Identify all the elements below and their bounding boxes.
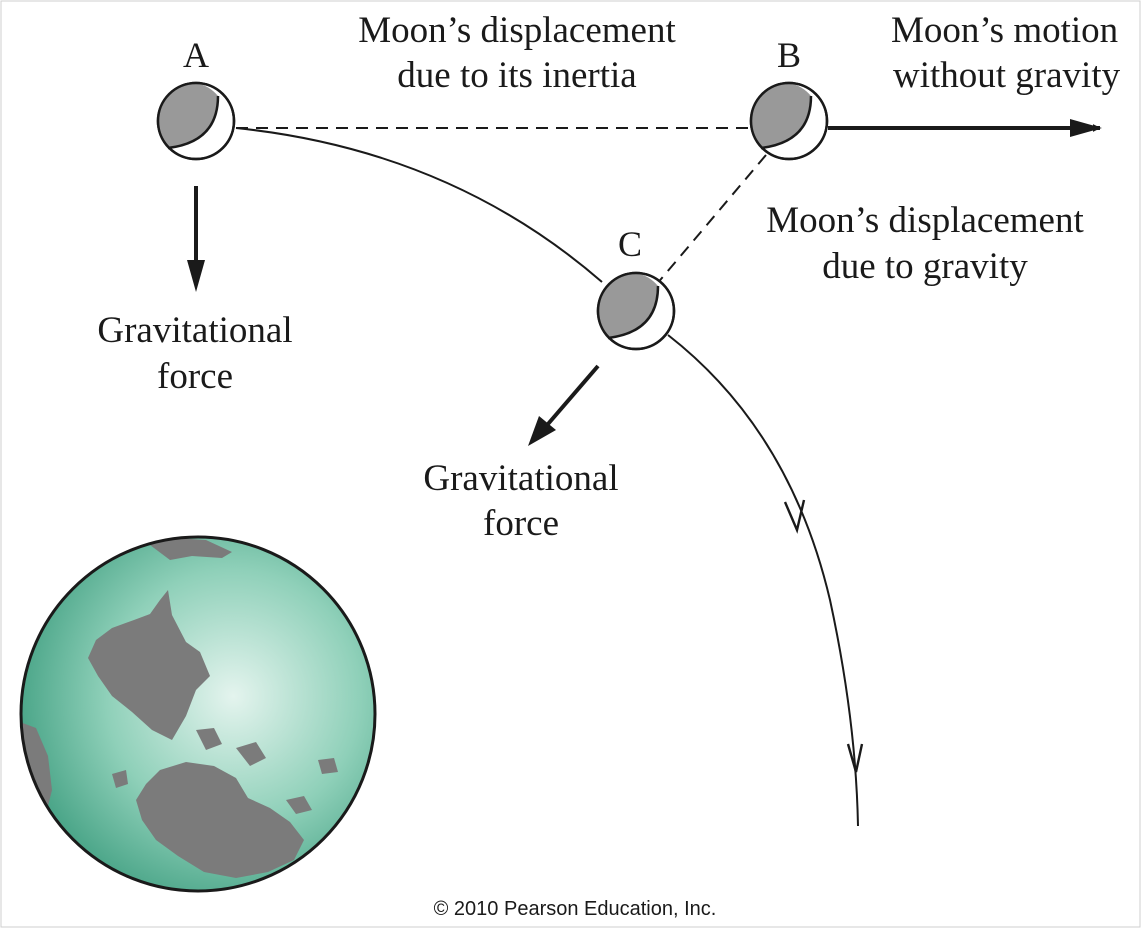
- inertia-displacement-label-line2: due to its inertia: [397, 55, 636, 96]
- gravity-displacement-dashed-line: [655, 154, 767, 286]
- gravitational-force-arrow-c: [546, 364, 600, 426]
- gravity-displacement-label-line2: due to gravity: [822, 246, 1028, 287]
- orbit-direction-arrow-2: [846, 743, 864, 773]
- moon-a: [156, 81, 236, 161]
- point-label-a: A: [183, 35, 209, 75]
- motion-without-gravity-label-line1: Moon’s motion: [891, 10, 1118, 51]
- gravitational-force-a-label-line2: force: [157, 356, 233, 397]
- point-label-b: B: [777, 35, 801, 75]
- point-label-c: C: [618, 224, 642, 264]
- orbit-path-continued: [667, 334, 859, 827]
- gravitational-force-c-label-line2: force: [483, 503, 559, 544]
- gravitational-force-c-label-line1: Gravitational: [423, 458, 618, 499]
- copyright-notice: © 2010 Pearson Education, Inc.: [434, 898, 717, 920]
- gravitational-force-a-label-line1: Gravitational: [97, 310, 292, 351]
- orbit-direction-arrow-1: [783, 499, 806, 534]
- earth-globe: [19, 535, 377, 893]
- moon-b: [749, 81, 829, 161]
- orbit-path: [235, 127, 603, 283]
- inertia-displacement-label-line1: Moon’s displacement: [358, 10, 676, 51]
- gravity-displacement-label-line1: Moon’s displacement: [766, 200, 1084, 241]
- moon-c: [596, 271, 676, 351]
- motion-without-gravity-label-line2: without gravity: [893, 55, 1121, 96]
